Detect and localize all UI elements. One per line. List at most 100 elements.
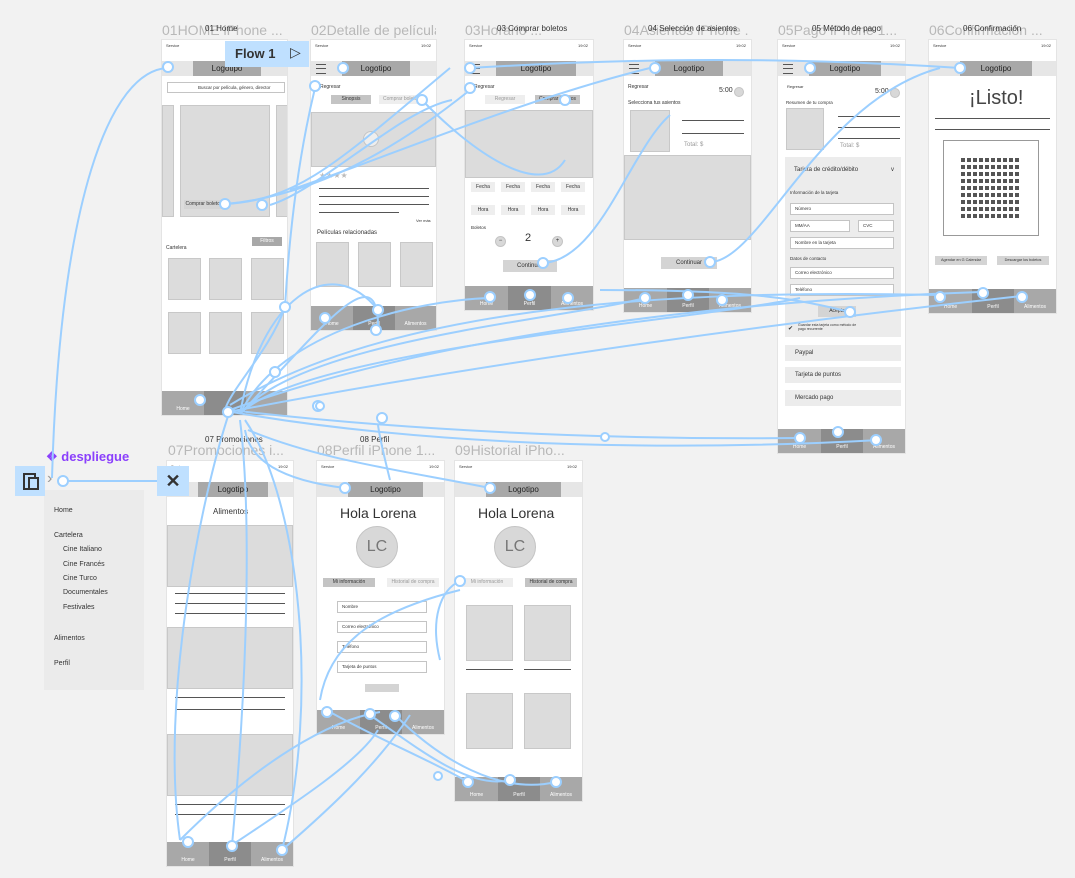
tab-food[interactable]: Alimentos [402, 710, 444, 734]
points-card-field[interactable]: Tarjeta de puntos [337, 661, 427, 673]
frame-title-04[interactable]: 04Asientos iPhone ... [624, 22, 749, 38]
purchase-card[interactable] [466, 605, 513, 661]
hotspot[interactable] [309, 80, 321, 92]
hotspot[interactable] [704, 256, 716, 268]
hotspot[interactable] [844, 306, 856, 318]
menu-icon[interactable] [783, 64, 793, 74]
hotspot[interactable] [269, 366, 281, 378]
tab-back[interactable]: Regresar [485, 95, 525, 104]
hotspot[interactable] [57, 475, 69, 487]
hotspot[interactable] [977, 287, 989, 299]
menu-icon[interactable] [316, 64, 326, 74]
hotspot[interactable] [804, 62, 816, 74]
logo[interactable]: Logotipo [809, 61, 881, 76]
calendar-button[interactable]: Agendar en G Calendar [935, 256, 987, 265]
menu-subitem[interactable]: Cine Italiano [63, 546, 102, 553]
tab-purchase-history[interactable]: Historial de compra [387, 578, 439, 587]
purchase-card[interactable] [524, 693, 571, 749]
movie-card[interactable] [209, 312, 242, 354]
save-button[interactable] [365, 684, 399, 692]
hotspot[interactable] [464, 62, 476, 74]
play-icon[interactable]: ▷ [290, 44, 301, 60]
card-header[interactable]: Tarjeta de crédito/débito [794, 167, 859, 173]
hotspot[interactable] [794, 432, 806, 444]
tab-buy-tickets[interactable]: Comprar boletos [535, 95, 580, 104]
movie-card[interactable] [400, 242, 433, 287]
movie-card[interactable] [209, 258, 242, 300]
date-option[interactable]: Fecha [561, 182, 585, 192]
close-icon[interactable]: ✕ [157, 466, 189, 496]
buy-tickets-button[interactable]: Comprar boletos [184, 200, 224, 209]
hotspot[interactable] [315, 401, 325, 411]
tab-my-info[interactable]: Mi información [461, 578, 513, 587]
hotspot[interactable] [279, 301, 291, 313]
hotspot[interactable] [256, 199, 268, 211]
hotspot[interactable] [416, 94, 428, 106]
hotspot[interactable] [639, 292, 651, 304]
date-option[interactable]: Fecha [501, 182, 525, 192]
hotspot[interactable] [464, 82, 476, 94]
movie-card[interactable] [251, 258, 284, 300]
menu-item-billboard[interactable]: Cartelera [54, 532, 83, 539]
hotspot[interactable] [370, 324, 382, 336]
movie-card[interactable] [358, 242, 391, 287]
hotspot[interactable] [376, 412, 388, 424]
hotspot[interactable] [716, 294, 728, 306]
hotspot[interactable] [682, 289, 694, 301]
hotspot[interactable] [562, 292, 574, 304]
avatar[interactable]: LC [356, 526, 398, 568]
email-field[interactable]: Correo electrónico [790, 267, 894, 279]
menu-item-home[interactable]: Home [54, 507, 73, 514]
chevron-down-icon[interactable]: v [891, 167, 894, 173]
phone-field[interactable]: Teléfono [790, 284, 894, 296]
menu-icon[interactable] [629, 64, 639, 74]
hotspot[interactable] [537, 257, 549, 269]
frame-title-01[interactable]: 01HOME iPhone ... [162, 22, 283, 38]
accept-button[interactable]: Acepta [818, 306, 856, 317]
filter-button[interactable]: Filtros [252, 237, 282, 246]
hotspot[interactable] [484, 291, 496, 303]
hotspot[interactable] [934, 291, 946, 303]
expiry-field[interactable]: MM/AA [790, 220, 850, 232]
purchase-card[interactable] [524, 605, 571, 661]
hotspot[interactable] [600, 432, 610, 442]
card-name-field[interactable]: Nombre en la tarjeta [790, 237, 894, 249]
hotspot[interactable] [219, 198, 231, 210]
hotspot[interactable] [222, 406, 234, 418]
logo[interactable]: Logotipo [655, 61, 723, 76]
tab-buy-tickets[interactable]: Comprar boletos [379, 95, 424, 104]
logo[interactable]: Logotipo [342, 61, 410, 76]
date-option[interactable]: Fecha [531, 182, 555, 192]
phone-field[interactable]: Teléfono [337, 641, 427, 653]
logo[interactable]: Logotipo [960, 61, 1032, 76]
hotspot[interactable] [504, 774, 516, 786]
tab-purchase-history[interactable]: Historial de compra [525, 578, 577, 587]
cvc-field[interactable]: CVC [858, 220, 894, 232]
back-link[interactable]: Regresar [474, 84, 495, 90]
hotspot[interactable] [319, 312, 331, 324]
hour-option[interactable]: Hora [561, 205, 585, 215]
hotspot[interactable] [364, 708, 376, 720]
hotspot[interactable] [550, 776, 562, 788]
seat-map[interactable] [624, 155, 751, 240]
download-button[interactable]: Descargar los boletos [997, 256, 1049, 265]
hotspot[interactable] [954, 62, 966, 74]
hotspot[interactable] [182, 836, 194, 848]
movie-card[interactable] [316, 242, 349, 287]
hotspot[interactable] [832, 426, 844, 438]
menu-subitem[interactable]: Cine Francés [63, 561, 105, 568]
hotspot[interactable] [484, 482, 496, 494]
promo-banner[interactable] [167, 525, 293, 587]
frame-title-09[interactable]: 09Historial iPho... [455, 442, 565, 458]
back-link[interactable]: Regresar [787, 84, 804, 89]
email-field[interactable]: Correo electrónico [337, 621, 427, 633]
menu-subitem[interactable]: Documentales [63, 589, 108, 596]
see-more-link[interactable]: Ver más [416, 218, 431, 223]
mercado-pago-option[interactable]: Mercado pago [785, 390, 901, 406]
movie-card[interactable] [168, 258, 201, 300]
logo[interactable]: Logotipo [486, 482, 561, 497]
hotspot[interactable] [524, 289, 536, 301]
frame-title-06[interactable]: 06Confirmación ... [929, 22, 1043, 38]
